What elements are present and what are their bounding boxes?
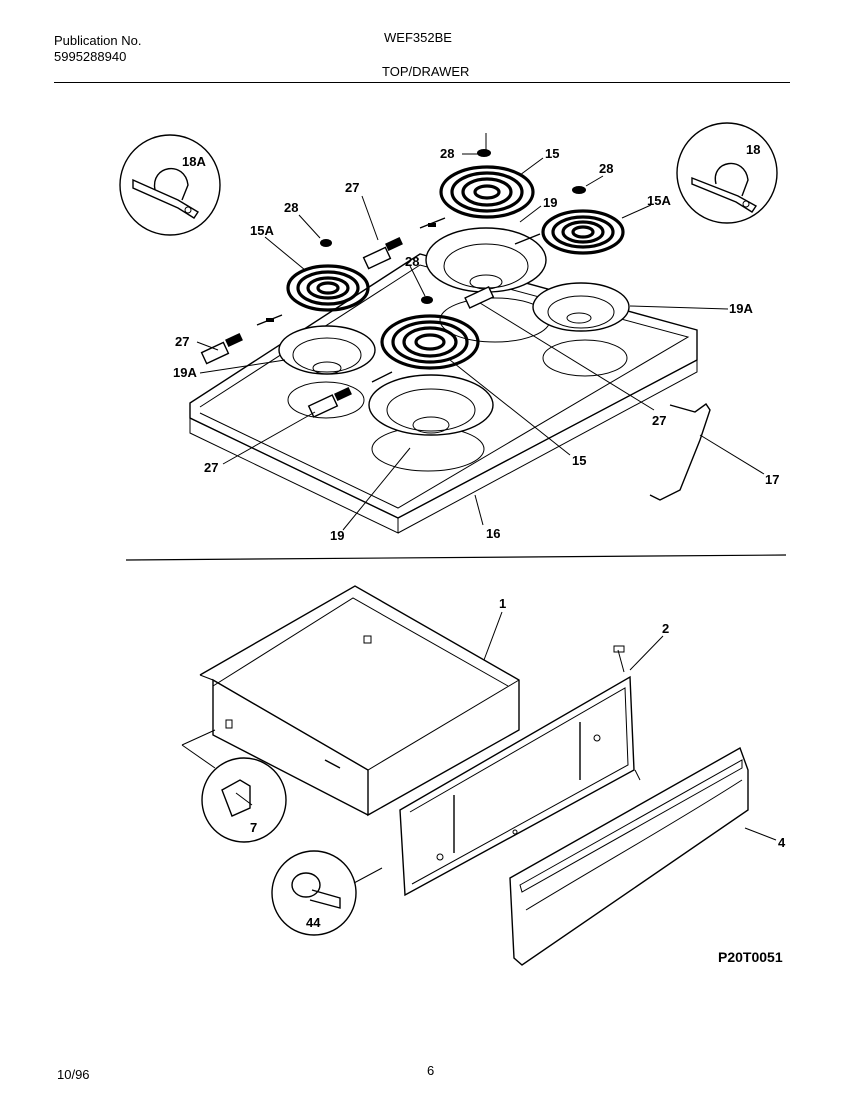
recess-front-left bbox=[287, 381, 365, 419]
callout-16: 16 bbox=[486, 526, 500, 541]
spacer-28-front-center bbox=[421, 296, 433, 304]
detail-circle-18 bbox=[676, 122, 778, 224]
header-rule bbox=[54, 82, 790, 83]
heating-coil-front-center bbox=[380, 314, 480, 370]
drawer-handle-panel bbox=[509, 746, 749, 966]
heating-coil-rear-left bbox=[286, 264, 370, 312]
receptacle-27-left bbox=[200, 332, 243, 365]
callout-15: 15 bbox=[572, 453, 586, 468]
receptacle-27-center bbox=[464, 286, 495, 309]
callout-27: 27 bbox=[652, 413, 666, 428]
detail-circle-7 bbox=[181, 729, 287, 843]
drawer-assembly bbox=[199, 585, 749, 966]
publication-label: Publication No. bbox=[54, 33, 142, 48]
callout-15: 15 bbox=[545, 146, 559, 161]
callout-labels: 18A 18 28 15 28 27 28 19 15A 15A 28 19A … bbox=[173, 142, 786, 930]
callout-18: 18 bbox=[746, 142, 760, 157]
callout-28: 28 bbox=[599, 161, 613, 176]
callout-27: 27 bbox=[345, 180, 359, 195]
detail-circle-18A bbox=[119, 134, 221, 236]
detail-circle-44 bbox=[271, 850, 383, 936]
section-divider bbox=[125, 554, 787, 561]
callout-19A: 19A bbox=[173, 365, 197, 380]
drip-bowl-front-center bbox=[368, 374, 494, 436]
wire-17 bbox=[649, 403, 711, 501]
callout-27: 27 bbox=[175, 334, 189, 349]
callout-18A: 18A bbox=[182, 154, 206, 169]
receptacle-27-front bbox=[307, 386, 352, 418]
cooktop-assembly bbox=[189, 133, 711, 534]
callout-28: 28 bbox=[440, 146, 454, 161]
callout-19A: 19A bbox=[729, 301, 753, 316]
spacer-28-rear-center bbox=[477, 149, 491, 157]
recess-right bbox=[542, 339, 628, 377]
callout-19: 19 bbox=[330, 528, 344, 543]
model-number: WEF352BE bbox=[384, 30, 452, 45]
drip-bowl-right bbox=[532, 282, 630, 332]
heating-coil-right bbox=[541, 209, 625, 255]
callout-2: 2 bbox=[662, 621, 669, 636]
callout-15A: 15A bbox=[647, 193, 671, 208]
callout-7: 7 bbox=[250, 820, 257, 835]
leader-lines-top bbox=[196, 153, 765, 531]
callout-28: 28 bbox=[284, 200, 298, 215]
heating-coil-rear-center bbox=[439, 165, 535, 219]
figure-code: P20T0051 bbox=[718, 949, 783, 965]
drip-bowl-front-left bbox=[278, 325, 376, 375]
drip-bowl-rear-center bbox=[425, 227, 547, 293]
callout-28: 28 bbox=[405, 254, 419, 269]
callout-1: 1 bbox=[499, 596, 506, 611]
receptacle-27-rear bbox=[362, 236, 403, 270]
leader-lines-bottom bbox=[483, 611, 777, 841]
drawer-front-panel bbox=[399, 675, 635, 897]
callout-27: 27 bbox=[204, 460, 218, 475]
publication-number: 5995288940 bbox=[54, 49, 127, 64]
footer-date: 10/96 bbox=[57, 1067, 90, 1082]
callout-17: 17 bbox=[765, 472, 779, 487]
page-number: 6 bbox=[427, 1063, 435, 1078]
spacer-28-right bbox=[572, 186, 586, 194]
section-title: TOP/DRAWER bbox=[382, 64, 470, 79]
callout-44: 44 bbox=[306, 915, 321, 930]
callout-19: 19 bbox=[543, 195, 557, 210]
callout-15A: 15A bbox=[250, 223, 274, 238]
spacer-28-rear-left bbox=[320, 239, 332, 247]
callout-4: 4 bbox=[778, 835, 786, 850]
